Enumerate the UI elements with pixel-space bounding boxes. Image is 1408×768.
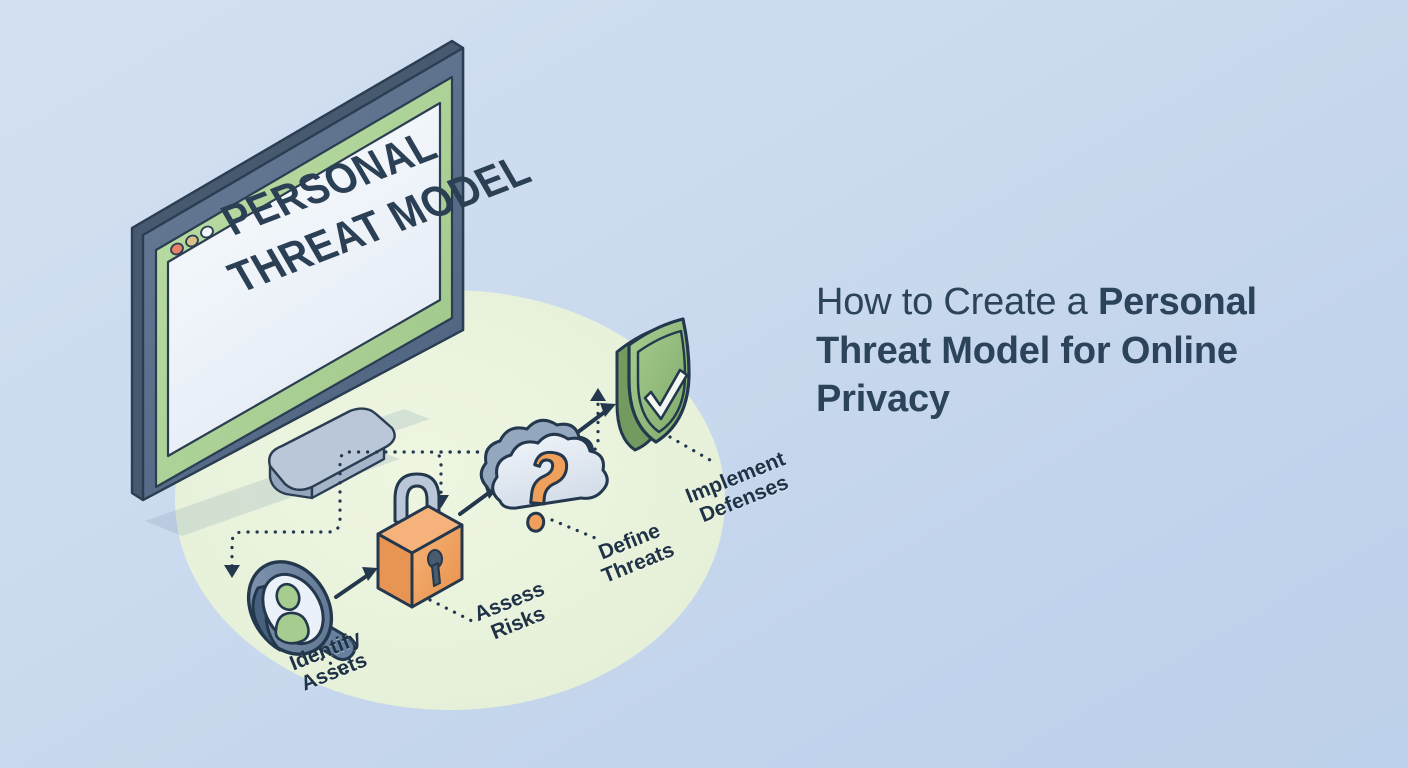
page-title-regular: How to Create a	[816, 281, 1098, 323]
window-traffic-dots	[170, 225, 214, 256]
shield-check-icon	[615, 317, 691, 452]
person-body-icon	[274, 611, 310, 645]
cloud-question-icon	[479, 418, 609, 533]
traffic-light-yellow-icon	[185, 234, 199, 248]
padlock-icon	[376, 472, 464, 609]
person-head-icon	[275, 582, 301, 612]
keyhole-icon	[427, 549, 443, 587]
traffic-light-red-icon	[170, 242, 184, 256]
question-mark-icon	[526, 450, 569, 533]
page-title-bold: Personal Threat Model for Online Privacy	[816, 281, 1257, 421]
page-title: How to Create a Personal Threat Model fo…	[816, 278, 1316, 424]
magnifier-person-icon	[246, 560, 357, 662]
checkmark-icon	[643, 368, 689, 421]
traffic-light-green-icon	[200, 225, 214, 239]
